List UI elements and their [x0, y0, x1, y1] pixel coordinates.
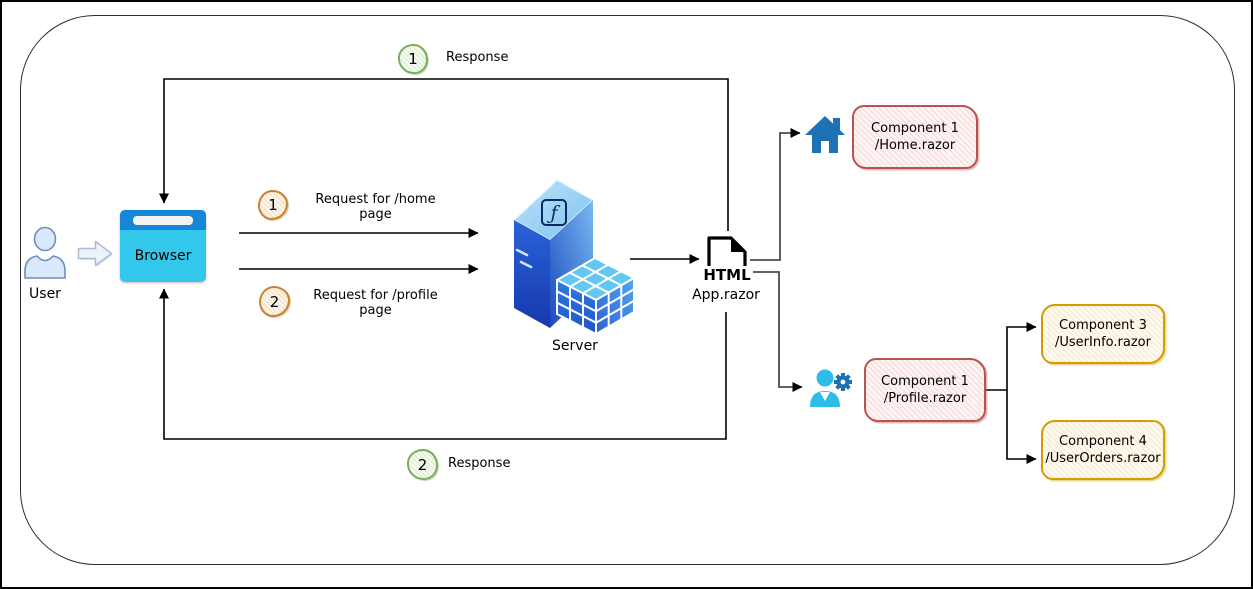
browser-titlebar	[120, 210, 206, 230]
response-2-badge: 2	[407, 449, 438, 480]
user-label: User	[29, 286, 61, 302]
request-1-badge: 1	[258, 190, 288, 220]
connector-app-to-profile	[750, 271, 803, 392]
home-icon	[805, 116, 845, 153]
connector-app-to-home	[750, 128, 801, 261]
component-userorders-box: Component 4 /UserOrders.razor	[1041, 420, 1165, 480]
app-razor-label: App.razor	[692, 287, 760, 303]
response-1-badge: 1	[398, 44, 428, 74]
request-2-label: Request for /profile page	[313, 288, 438, 318]
request-2-badge: 2	[259, 286, 290, 317]
response-1-number: 1	[408, 50, 418, 68]
gear-icon	[834, 373, 852, 391]
diagram-outer-rounded-border	[20, 15, 1235, 565]
profile-icon	[810, 369, 852, 407]
html-icon-text: HTML	[701, 266, 753, 284]
request-1-label: Request for /home page	[315, 192, 436, 222]
request-1-number: 1	[268, 196, 278, 214]
server-logo-glyph: ƒ	[546, 202, 560, 224]
connector-profile-to-userorders	[1006, 390, 1037, 464]
user-to-browser-arrow-icon	[77, 240, 113, 267]
user-icon	[24, 226, 66, 279]
response-1-label: Response	[446, 50, 509, 65]
response-2-label: Response	[448, 456, 511, 471]
component-profile-box: Component 1 /Profile.razor	[864, 358, 986, 422]
browser-node: Browser	[120, 210, 206, 282]
component-userinfo-box: Component 3 /UserInfo.razor	[1041, 304, 1165, 364]
connector-response-2	[159, 288, 727, 440]
request-2-number: 2	[269, 292, 280, 311]
browser-address-bar	[133, 216, 193, 225]
connector-response-1	[159, 78, 729, 231]
browser-label: Browser	[134, 248, 192, 264]
response-2-number: 2	[417, 455, 428, 474]
connector-profile-to-userinfo	[985, 322, 1037, 391]
component-home-box: Component 1 /Home.razor	[852, 105, 978, 169]
server-icon: ƒ	[513, 179, 635, 335]
server-label: Server	[552, 338, 598, 354]
